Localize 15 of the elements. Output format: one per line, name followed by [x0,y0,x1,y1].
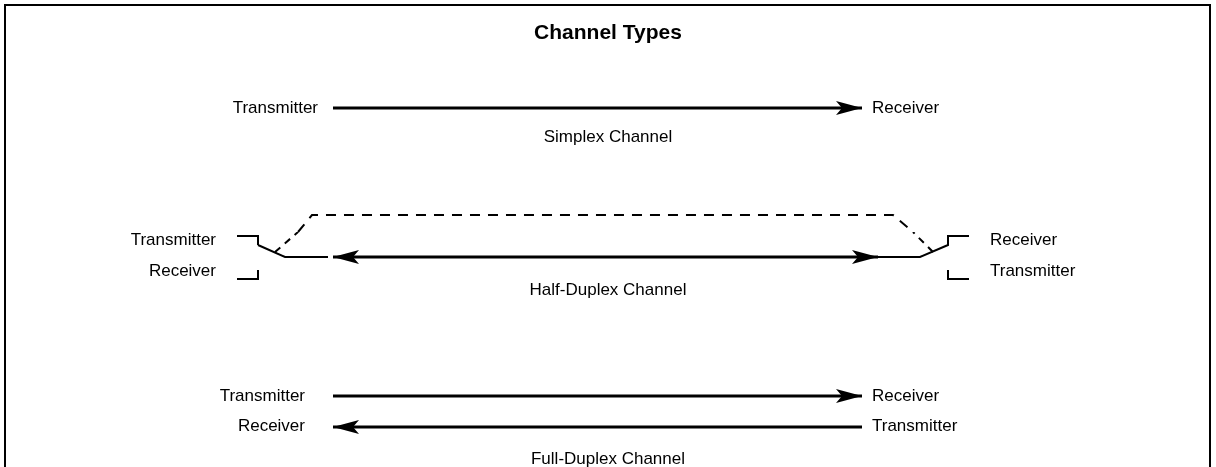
station-label: Receiver [872,386,941,406]
station-label: Receiver [147,261,216,281]
station-label: Receiver [990,230,1059,250]
arrow [333,250,878,264]
title: Channel Types [533,19,683,45]
station-label: Transmitter [218,386,305,406]
station-label: Receiver [872,98,941,118]
station-label: Transmitter [231,98,318,118]
arrow [333,389,862,403]
station-label: Transmitter [990,261,1077,281]
station-label: Transmitter [129,230,216,250]
arrow [333,101,862,115]
station-label: Receiver [236,416,305,436]
station-label: Transmitter [872,416,959,436]
arrow [333,420,862,434]
